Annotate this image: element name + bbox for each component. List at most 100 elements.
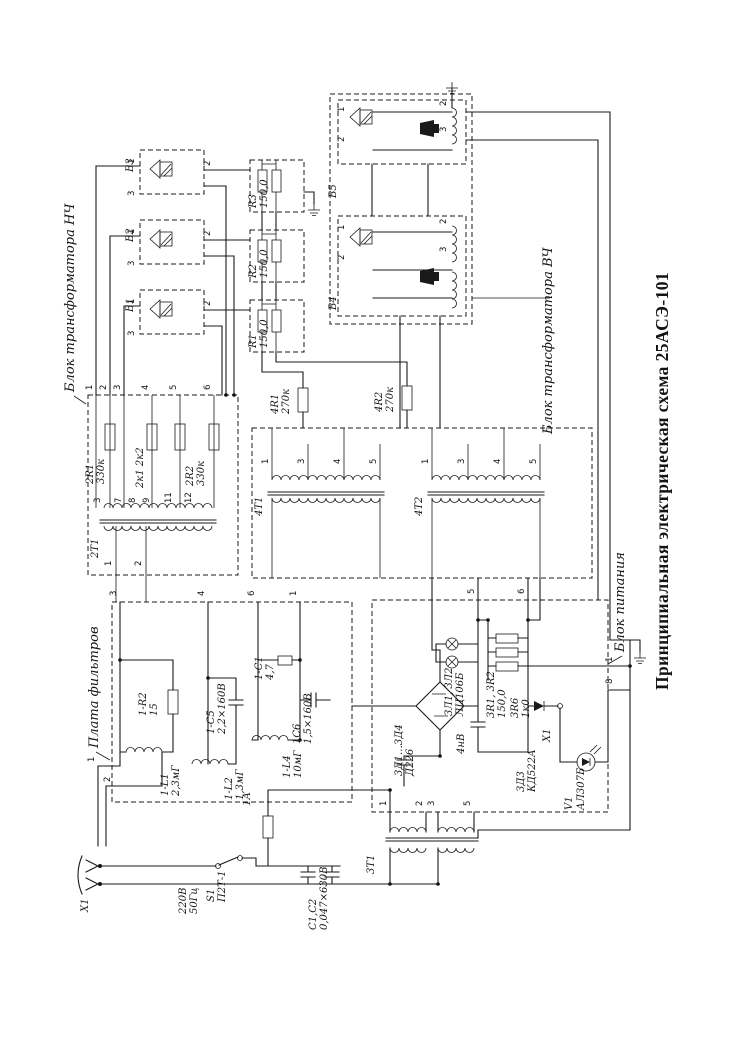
capacitor-1c1 bbox=[277, 655, 293, 666]
value-1c6: 1,5×160В bbox=[303, 693, 314, 744]
value-1l1: 2,3мГ bbox=[171, 765, 182, 797]
value-3r6: 1к0 bbox=[521, 699, 532, 718]
r1-outline bbox=[249, 299, 305, 353]
switch-s1-contact bbox=[215, 863, 221, 869]
pin-number: 11 bbox=[164, 492, 174, 503]
label-speaker-b4: В4 bbox=[328, 296, 339, 311]
r2-outline bbox=[249, 229, 305, 283]
label-r2: R2 bbox=[248, 264, 259, 279]
filter-board-internals bbox=[97, 601, 331, 847]
pin-number: 1 bbox=[127, 229, 137, 234]
label-mains-voltage: 220В bbox=[178, 888, 189, 915]
pin-number: 2 bbox=[439, 101, 449, 106]
block-outlines bbox=[87, 93, 609, 813]
hf-speakers bbox=[349, 81, 647, 839]
pin-number: 2 bbox=[134, 561, 144, 566]
b4-coil-1 bbox=[451, 225, 457, 263]
pin-number: 2 bbox=[103, 777, 113, 782]
power-block-internals bbox=[351, 577, 631, 787]
value-3r1-3r2: 150,0 bbox=[497, 689, 508, 718]
value-1c1: 4,7 bbox=[265, 663, 276, 681]
value-1l4: 10мГ bbox=[293, 750, 304, 778]
pin-number: 5 bbox=[369, 459, 379, 464]
label-1c5: 1-С5 bbox=[206, 710, 217, 734]
label-power-block: Блок питания bbox=[613, 552, 628, 653]
hf-speaker-group-outline bbox=[329, 93, 473, 325]
bridge-rectifier bbox=[415, 681, 465, 731]
label-bridge-diodes: 3Д1…3Д4 bbox=[394, 724, 405, 776]
inductor-1l4 bbox=[251, 735, 289, 741]
value-1l2: 1,3мГ bbox=[235, 769, 246, 800]
speaker-b1-icon bbox=[149, 299, 173, 319]
pin-number: 3 bbox=[297, 459, 307, 464]
label-4r1: 4R1 bbox=[270, 394, 281, 415]
pin-number: 1 bbox=[337, 225, 347, 230]
pin-number: 2 bbox=[337, 255, 347, 260]
pin-number: 2 bbox=[203, 301, 213, 306]
lf-transformer-block-outline bbox=[87, 394, 239, 576]
wires-speakers-left bbox=[95, 165, 408, 429]
resistor-2k2 bbox=[174, 423, 186, 451]
pin-number: 6 bbox=[517, 589, 527, 594]
label-4t1: 4Т1 bbox=[254, 497, 265, 517]
label-4t2: 4Т2 bbox=[414, 497, 425, 517]
schematic-title: Принципиальная электрическая схема 25АСЭ… bbox=[652, 272, 672, 690]
label-3r6: 3R6 bbox=[510, 697, 521, 718]
speaker-b4-icon bbox=[349, 227, 373, 247]
speaker-b1-outline bbox=[139, 289, 205, 335]
ground-icon-right bbox=[633, 651, 647, 664]
type-led: АЛ307Б bbox=[576, 767, 587, 811]
resistors-r1-r3 bbox=[257, 160, 282, 352]
resistor-2r2 bbox=[208, 423, 220, 451]
speaker-b3-outline bbox=[139, 149, 205, 195]
pin-number: 9 bbox=[142, 498, 152, 503]
label-1l4: 1-L4 bbox=[282, 755, 293, 778]
label-2k1-2k2: 2к1 2к2 bbox=[135, 447, 146, 489]
mains-section bbox=[77, 789, 479, 895]
pin-number: 3 bbox=[127, 261, 137, 266]
resistor-3r1 bbox=[495, 633, 519, 644]
speaker-b4-outline bbox=[337, 215, 467, 317]
label-2r2: 2R2 bbox=[185, 466, 196, 487]
pin-number: 1 bbox=[337, 107, 347, 112]
fuse-f1 bbox=[262, 815, 274, 839]
type-lamps: ЛЦ106Б bbox=[455, 672, 466, 717]
pin-number: 5 bbox=[463, 801, 473, 806]
hf-transformer-block-outline bbox=[251, 427, 593, 579]
pin-number: 12 bbox=[184, 492, 194, 503]
pin-number: 6 bbox=[203, 385, 213, 390]
value-2r2: 330к bbox=[196, 461, 207, 486]
pin-number: 5 bbox=[467, 589, 477, 594]
lf-transformer-internals bbox=[95, 395, 220, 602]
label-2t1: 2Т1 bbox=[90, 539, 101, 559]
resistor-2k1 bbox=[146, 423, 158, 451]
pin-number: 4 bbox=[141, 385, 151, 390]
pin-number: 4 bbox=[197, 591, 207, 596]
filter-board-outline bbox=[111, 601, 353, 803]
terminal-x1 bbox=[557, 703, 563, 709]
pin-number: 2 bbox=[415, 801, 425, 806]
b5-coil bbox=[451, 107, 457, 145]
value-1r2: 15 bbox=[149, 703, 160, 716]
pin-number: 2 bbox=[99, 385, 109, 390]
label-3d3: 3Д3 bbox=[516, 771, 527, 792]
label-4r2: 4R2 bbox=[374, 392, 385, 413]
pin-number: 2 bbox=[203, 231, 213, 236]
pin-number: 3 bbox=[113, 385, 123, 390]
pin-number: 1 bbox=[85, 385, 95, 390]
label-speaker-b2: В2 bbox=[125, 228, 136, 243]
label-led: V1 bbox=[564, 796, 575, 810]
diode-3d3-icon bbox=[533, 700, 545, 712]
inductor-1l2 bbox=[191, 759, 229, 765]
pin-number: 2 bbox=[203, 161, 213, 166]
pin-number: 2 bbox=[337, 137, 347, 142]
value-r3: 150,0 bbox=[259, 179, 270, 208]
led-al307-icon bbox=[576, 744, 602, 772]
pin-number: 1 bbox=[127, 299, 137, 304]
label-3r1-3r2: 3R1, 3R2 bbox=[486, 671, 497, 718]
label-lamps: 3Л1, 3Л2 bbox=[444, 668, 455, 717]
label-3t1: 3Т1 bbox=[366, 855, 377, 874]
pin-number: 2 bbox=[439, 219, 449, 224]
